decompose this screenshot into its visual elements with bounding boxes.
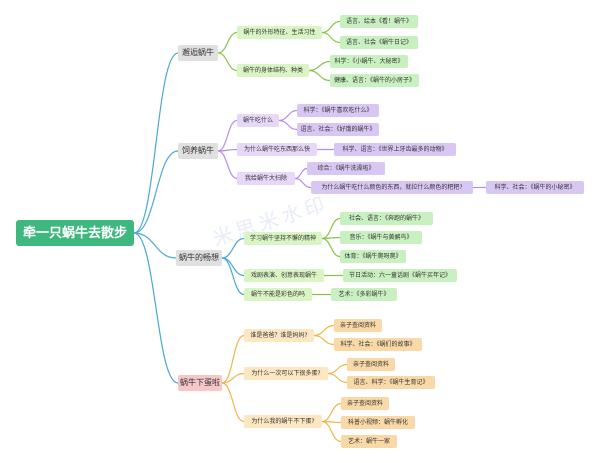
leaf-snail-diary[interactable]: 语言、社会《蜗牛日记》 — [340, 36, 418, 49]
leaf-childrens-day-drama[interactable]: 节日活动：六一童话剧《蜗牛买年记》 — [343, 269, 457, 282]
connector-line — [221, 257, 245, 277]
topic-snail-appearance[interactable]: 蜗牛的外形特征、生活习性 — [237, 26, 322, 39]
connector-line — [278, 119, 298, 131]
leaf-snail-family-art[interactable]: 艺术：蜗牛一家 — [341, 435, 397, 448]
connector-line — [133, 150, 179, 234]
leaf-snail-crawl[interactable]: 体育：《蜗牛爬呀爬》 — [340, 250, 406, 263]
leaf-snail-oriole[interactable]: 音乐：《蜗牛与黄鹂鸟》 — [340, 231, 422, 244]
connector-line — [217, 119, 238, 152]
connector-line — [327, 363, 348, 375]
connector-line — [221, 334, 245, 384]
connector-line — [308, 69, 331, 82]
topic-persistent-spirit[interactable]: 学习蜗牛坚持不懈的精神 — [244, 232, 322, 245]
leaf-parent-research-1[interactable]: 亲子查阅资料 — [334, 319, 382, 332]
leaf-running-snail[interactable]: 社会、语言：《奔跑的蜗牛》 — [340, 212, 433, 225]
connector-line — [133, 52, 179, 234]
leaf-parent-research-2[interactable]: 亲子查阅资料 — [347, 358, 395, 371]
leaf-snail-hatch-video[interactable]: 科普小视频：蜗牛孵化 — [341, 416, 415, 429]
connector-line — [321, 237, 341, 258]
connector-line — [221, 382, 245, 423]
leaf-book-look-snail[interactable]: 语言、绘本《看！蜗牛》 — [340, 15, 418, 28]
leaf-hungry-snail[interactable]: 语言、社会：《好饿的蜗牛》 — [297, 123, 379, 136]
topic-who-is-parent[interactable]: 谁是爸爸？谁是妈妈? — [244, 329, 314, 342]
connector-line — [221, 372, 245, 384]
leaf-colorful-snail-art[interactable]: 艺术：《多彩蜗牛》 — [331, 288, 397, 301]
connector-line — [321, 420, 342, 443]
topic-colorful-snail[interactable]: 蜗牛不能是彩色的吗 — [244, 288, 312, 301]
connector-line — [217, 150, 238, 180]
connector-line — [278, 109, 298, 122]
root-topic[interactable]: 牵一只蜗牛去散步 — [16, 220, 134, 246]
leaf-parent-research-3[interactable]: 亲子查阅资料 — [341, 397, 389, 410]
leaf-little-snail-secret[interactable]: 科学：《小蜗牛、大秘密》 — [330, 55, 408, 68]
branch-meet-snail[interactable]: 邂逅蜗牛 — [178, 45, 218, 61]
topic-what-snail-eats[interactable]: 蜗牛吃什么 — [237, 114, 279, 127]
connector-line — [321, 20, 341, 34]
branch-snail-imagination[interactable]: 蜗牛的畅想 — [176, 250, 222, 266]
connector-line — [221, 237, 245, 259]
leaf-snail-bath[interactable]: 综合：《蜗牛洗澡啦》 — [307, 162, 385, 175]
branch-raise-snail[interactable]: 饲养蜗牛 — [178, 143, 218, 159]
leaf-snail-house[interactable]: 健康、语言：《蜗牛的小房子》 — [330, 74, 419, 87]
leaf-snail-birth[interactable]: 语言、科学：《蜗牛生育记》 — [347, 376, 435, 389]
connector-line — [294, 167, 308, 180]
connector-line — [308, 60, 331, 72]
connector-line — [217, 52, 238, 72]
topic-snail-body[interactable]: 蜗牛的身体结构、种类 — [237, 64, 309, 77]
leaf-snail-poop-color[interactable]: 为什么蜗牛吃什么颜色的东西，就拉什么颜色的粑粑? — [311, 181, 473, 194]
connector-line — [313, 324, 335, 337]
connector-line — [321, 31, 341, 44]
leaf-snail-secret[interactable]: 科学、社会：《蜗牛的小秘密》 — [486, 181, 584, 194]
topic-no-eggs[interactable]: 为什么我的蜗牛不下蛋? — [244, 415, 322, 428]
connector-line — [294, 177, 312, 189]
connector-line — [321, 402, 342, 423]
topic-many-eggs[interactable]: 为什么一次可以下很多蛋? — [244, 367, 328, 380]
connector-line — [133, 232, 177, 259]
connector-line — [133, 232, 179, 384]
connector-line — [217, 31, 238, 54]
connector-line — [321, 217, 341, 240]
branch-snail-eggs[interactable]: 蜗牛下蛋啦 — [178, 375, 222, 391]
topic-clean-snail[interactable]: 我给蜗牛大扫除 — [237, 172, 295, 185]
topic-snail-eats-fast[interactable]: 为什么蜗牛吃东西那么快 — [237, 143, 317, 156]
connector-line — [313, 334, 335, 346]
connector-line — [221, 257, 245, 296]
leaf-snail-likes-eat[interactable]: 科学：《蜗牛喜欢吃什么》 — [297, 104, 379, 117]
connector-line — [327, 372, 348, 384]
topic-drama-snail[interactable]: 戏剧表演、创意表现蜗牛 — [244, 269, 324, 282]
leaf-snail-story[interactable]: 科学、社会：《蜗们的故事》 — [334, 338, 422, 351]
leaf-most-teeth-animal[interactable]: 科学、语言：《世界上牙齿最多的动物》 — [334, 143, 456, 156]
